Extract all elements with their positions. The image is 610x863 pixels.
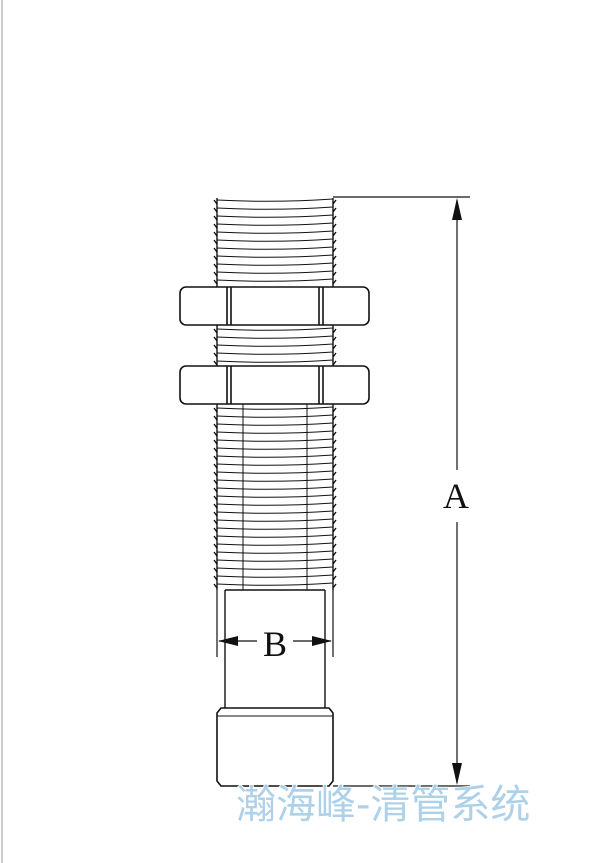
watermark-text: 瀚海峰-清管系统 — [236, 782, 530, 828]
end-cap — [216, 707, 334, 787]
smooth-shank — [224, 589, 326, 708]
dimension-b — [216, 590, 334, 657]
middle-threaded-section — [213, 325, 337, 366]
lower-hex-nut — [179, 365, 370, 405]
lower-threaded-section — [213, 404, 337, 590]
upper-threaded-section — [213, 198, 337, 290]
dimension-a-arrow-bottom — [452, 763, 462, 785]
dimension-a-arrow-top — [452, 198, 462, 220]
dimension-b-arrow-right — [312, 636, 332, 646]
dimension-a-label: A — [443, 476, 469, 516]
dimension-b-arrow-left — [218, 636, 238, 646]
dimension-b-label: B — [263, 624, 287, 664]
dimension-a — [333, 196, 470, 787]
upper-hex-nut — [179, 286, 370, 326]
